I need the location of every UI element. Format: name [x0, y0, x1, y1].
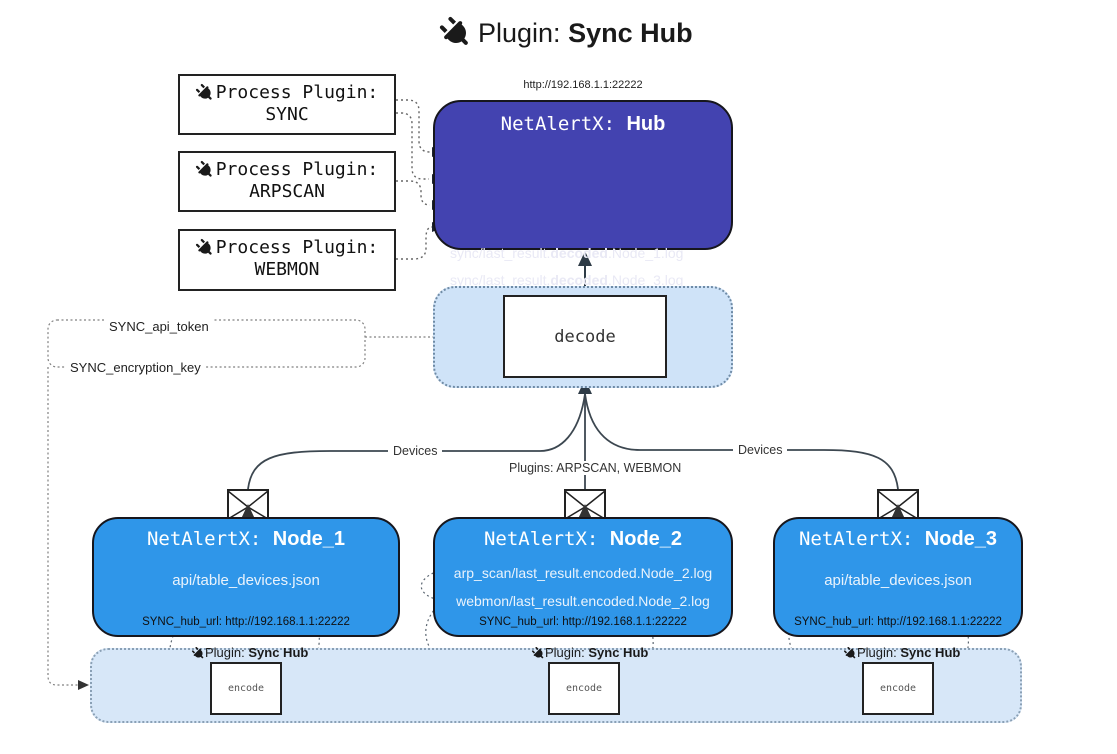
node2-box: NetAlertX: Node_2 arp_scan/last_result.e… — [433, 517, 733, 637]
node2-title: NetAlertX: Node_2 — [483, 528, 683, 550]
encoder2-label: Plugin: Sync Hub — [531, 645, 648, 660]
edge-sync-to-line1 — [396, 99, 431, 153]
edge-webmon-to-line4 — [396, 226, 433, 260]
process-plugin-label: Process Plugin: — [180, 82, 394, 103]
plug-icon — [531, 647, 544, 659]
page-title: Plugin: Sync Hub — [478, 18, 693, 48]
edges-plugins-to-hub — [396, 99, 433, 260]
edge-label-devices-right: Devices — [733, 443, 788, 457]
plug-icon — [843, 647, 856, 659]
encoder1-label: Plugin: Sync Hub — [191, 645, 308, 660]
hub-log-line: sync/last_result.decoded.Node_3.log — [450, 272, 684, 288]
envelope-icon-node1 — [227, 489, 269, 521]
envelope-icon-node2 — [564, 489, 606, 521]
edge-config-to-encoders — [47, 367, 78, 686]
edge-label-devices-left: Devices — [388, 444, 443, 458]
node3-data-file: api/table_devices.json — [824, 572, 972, 589]
node1-data-file: api/table_devices.json — [172, 572, 320, 589]
process-plugin-label: Process Plugin: — [180, 237, 394, 258]
process-plugin-label: Process Plugin: — [180, 159, 394, 180]
edge-label-plugins-mid: Plugins: ARPSCAN, WEBMON — [504, 461, 687, 475]
encoder3-label: Plugin: Sync Hub — [843, 645, 960, 660]
node1-title: NetAlertX: Node_1 — [146, 528, 346, 550]
node2-hub-url: SYNC_hub_url: http://192.168.1.1:22222 — [479, 616, 687, 628]
plug-icon — [195, 238, 212, 255]
plug-icon — [195, 160, 212, 177]
decode-box: decode — [503, 295, 667, 378]
encode3-box: encode — [862, 662, 934, 715]
hub-box: NetAlertX: Hub sync/last_result.decoded.… — [433, 100, 733, 336]
node3-box: NetAlertX: Node_3 api/table_devices.json… — [773, 517, 1023, 637]
process-plugin-name: ARPSCAN — [249, 181, 325, 202]
process-plugin-arpscan: Process Plugin: ARPSCAN — [178, 151, 396, 212]
node3-hub-url: SYNC_hub_url: http://192.168.1.1:22222 — [794, 616, 1002, 628]
process-plugin-webmon: Process Plugin: WEBMON — [178, 229, 396, 291]
envelope-icon-node3 — [877, 489, 919, 521]
node1-hub-url: SYNC_hub_url: http://192.168.1.1:22222 — [142, 616, 350, 628]
config-api-token-label: SYNC_api_token — [105, 319, 213, 334]
process-plugin-name: SYNC — [265, 104, 309, 125]
node2-log-line: webmon/last_result.encoded.Node_2.log — [456, 593, 710, 609]
node1-box: NetAlertX: Node_1 api/table_devices.json… — [92, 517, 400, 637]
plug-icon — [191, 647, 204, 659]
process-plugin-name: WEBMON — [254, 259, 320, 280]
encode1-box: encode — [210, 662, 282, 715]
edge-arpscan-to-line3 — [396, 180, 431, 206]
plug-icon — [195, 83, 212, 100]
plug-icon — [439, 16, 468, 45]
edge-sync-to-line2 — [396, 112, 429, 180]
node3-title: NetAlertX: Node_3 — [798, 528, 998, 550]
hub-log-line: sync/last_result.decoded.Node_1.log — [450, 245, 684, 261]
arrowhead-config-encoders — [78, 680, 89, 690]
config-encryption-key-label: SYNC_encryption_key — [66, 360, 205, 375]
hub-title: NetAlertX: Hub — [500, 113, 666, 135]
encode2-box: encode — [548, 662, 620, 715]
envelope-icons — [227, 489, 919, 521]
process-plugin-sync: Process Plugin: SYNC — [178, 74, 396, 135]
node2-log-line: arp_scan/last_result.encoded.Node_2.log — [453, 565, 713, 581]
hub-url-label: http://192.168.1.1:22222 — [523, 79, 643, 91]
